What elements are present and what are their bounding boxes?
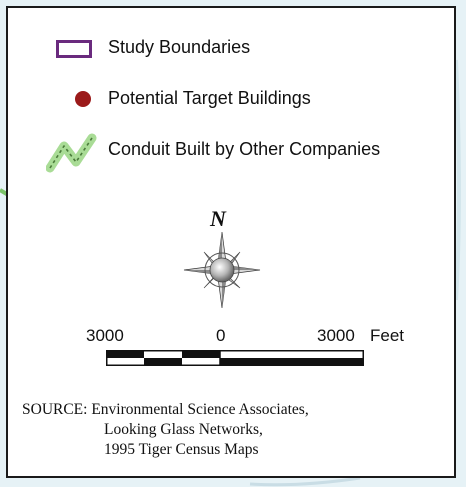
legend-label-conduit: Conduit Built by Other Companies (108, 139, 381, 159)
source-citation: SOURCE: Environmental Science Associates… (22, 400, 309, 460)
legend-label-target-buildings: Potential Target Buildings (108, 88, 311, 108)
target-building-dot (75, 91, 91, 107)
source-line-1: SOURCE: Environmental Science Associates… (22, 401, 309, 418)
source-line-2: Looking Glass Networks, (104, 421, 263, 438)
scale-zero-label: 0 (216, 326, 226, 345)
source-line-3: 1995 Tiger Census Maps (104, 441, 259, 458)
legend-label-study-boundaries: Study Boundaries (108, 37, 251, 57)
scale-right-label: 3000 (317, 326, 355, 345)
study-boundary-swatch (56, 40, 92, 58)
conduit-line-swatch (46, 133, 97, 173)
compass-rose-icon (183, 231, 261, 309)
scale-unit-label: Feet (370, 326, 405, 345)
map-legend: Study Boundaries Potential Target Buildi… (6, 6, 456, 478)
scale-left-label: 3000 (86, 326, 124, 345)
scale-bar (106, 350, 364, 366)
north-letter: N (210, 206, 226, 231)
